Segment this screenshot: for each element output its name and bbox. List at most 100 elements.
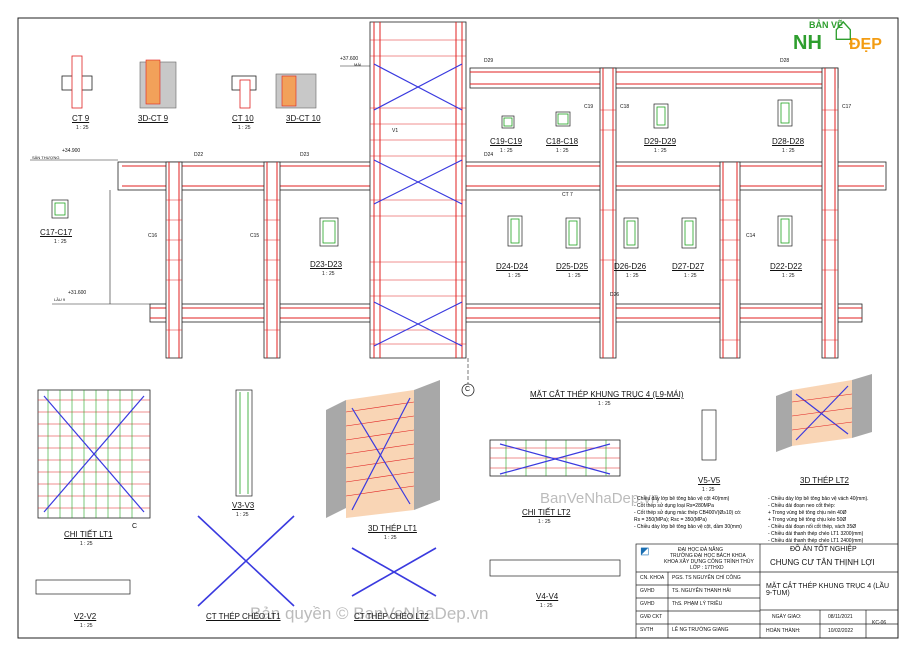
title-v4: V4-V4 bbox=[536, 592, 559, 601]
role-1: GVHD bbox=[640, 588, 655, 594]
title-cheo-lt1: CT THÉP CHÉO LT1 bbox=[206, 612, 281, 621]
section-boxes bbox=[51, 99, 793, 249]
name-0: PGS. TS NGUYỄN CHÍ CÔNG bbox=[672, 575, 741, 581]
name-4: LÊ NG TRƯỜNG GIANG bbox=[672, 627, 729, 633]
note-left-3: Rs = 350(MPa); Rsc = 350(MPa) bbox=[634, 517, 707, 523]
tag-c14: C14 bbox=[746, 233, 756, 239]
detail-3d-lt1 bbox=[326, 380, 440, 518]
title-v5: V5-V5 bbox=[698, 476, 721, 485]
elev-roof: +37.600 bbox=[340, 56, 359, 62]
note-0: - Chiều dày lớp bê tông bảo vệ vách 40(m… bbox=[768, 496, 869, 502]
project-name: CHUNG CƯ TÂN THỊNH LỢI bbox=[770, 558, 875, 567]
sec-c17-scale: 1 : 25 bbox=[54, 239, 67, 245]
sec-c18: C18-C18 bbox=[546, 137, 579, 146]
sec-d29-scale: 1 : 25 bbox=[654, 148, 667, 154]
note-6: - Chiều dài thanh thép chéo LT1 2400(mm) bbox=[768, 538, 864, 544]
note-3: + Trong vùng bê tông chịu kéo 50Ø bbox=[768, 517, 847, 523]
scale-v4: 1 : 25 bbox=[540, 603, 553, 609]
tag-v1: V1 bbox=[392, 128, 399, 134]
tag-d26: D26 bbox=[610, 292, 620, 298]
name-2: ThS. PHẠM LÝ TRIỀU bbox=[672, 601, 723, 607]
title-block-grid bbox=[635, 543, 899, 639]
logo-line1: BẢN VẼ bbox=[809, 20, 844, 30]
title-3d-lt2: 3D THÉP LT2 bbox=[800, 476, 849, 485]
note-left-1: - Cốt thép sử dụng loại Rs=280MPa bbox=[634, 503, 714, 509]
sec-d24: D24-D24 bbox=[496, 262, 529, 271]
title-3dct10: 3D-CT 10 bbox=[286, 114, 321, 123]
scale-lt1: 1 : 25 bbox=[80, 541, 93, 547]
axis-marker bbox=[461, 383, 475, 397]
sec-c19: C19-C19 bbox=[490, 137, 523, 146]
title-3d-lt1: 3D THÉP LT1 bbox=[368, 524, 417, 533]
sec-d29: D29-D29 bbox=[644, 137, 677, 146]
detail-cheo-lt2 bbox=[351, 547, 437, 597]
detail-3d-lt2 bbox=[776, 374, 872, 452]
detail-v5 bbox=[701, 409, 717, 461]
detail-cheo-lt1 bbox=[197, 515, 295, 607]
scale-v3: 1 : 25 bbox=[236, 512, 249, 518]
tag-ct7: CT 7 bbox=[562, 192, 573, 198]
name-1: TS. NGUYỄN THANH HẢI bbox=[672, 588, 731, 594]
detail-v3 bbox=[235, 389, 253, 497]
project-type: ĐỒ ÁN TỐT NGHIỆP bbox=[790, 546, 857, 553]
title-ct9: CT 9 bbox=[72, 114, 90, 123]
frame-title: MẶT CẮT THÉP KHUNG TRỤC 4 (L9-MÁI) bbox=[530, 390, 684, 399]
notes-left: - Chiều dày lớp bê tông bảo vệ cột 40(mm… bbox=[634, 496, 742, 531]
sec-d25: D25-D25 bbox=[556, 262, 589, 271]
note-1: - Chiều dài đoạn neo cốt thép: bbox=[768, 503, 835, 509]
elev-floor9-tag: LẦU 9 bbox=[54, 297, 66, 302]
sheet-frame bbox=[17, 17, 899, 639]
tag-d22: D22 bbox=[194, 152, 204, 158]
sec-d26: D26-D26 bbox=[614, 262, 647, 271]
elev-roof-tag: MÁI bbox=[354, 62, 362, 67]
title-lt1: CHI TIẾT LT1 bbox=[64, 530, 113, 539]
sec-d23-scale: 1 : 25 bbox=[322, 271, 335, 277]
scale-3d-lt1: 1 : 25 bbox=[384, 535, 397, 541]
class-label: LỚP : 17THXD bbox=[690, 565, 724, 571]
sec-d25-scale: 1 : 25 bbox=[568, 273, 581, 279]
watermark-2: Bản quyền © BanVeNhaDep.vn bbox=[250, 604, 489, 623]
title-3dct9: 3D-CT 9 bbox=[138, 114, 169, 123]
tag-d28: D28 bbox=[780, 58, 790, 64]
sec-d22-scale: 1 : 25 bbox=[782, 273, 795, 279]
title-v2: V2-V2 bbox=[74, 612, 97, 621]
axis-label: C bbox=[465, 386, 471, 393]
scale-ct10: 1 : 25 bbox=[238, 125, 251, 131]
detail-v2 bbox=[35, 579, 131, 595]
detail-lt2 bbox=[489, 439, 621, 477]
tag-d24: D24 bbox=[484, 152, 494, 158]
note-4: - Chiều dài đoạn nối cốt thép, vách 35Ø bbox=[768, 524, 857, 530]
done-value: 10/02/2022 bbox=[828, 628, 854, 634]
date-label: NGÀY GIAO: bbox=[772, 614, 802, 620]
elev-terrace-tag: SÂN THƯỢNG bbox=[32, 155, 60, 160]
detail-v4 bbox=[489, 559, 621, 577]
date-value: 08/11/2021 bbox=[828, 614, 853, 620]
role-0: CN. KHOA bbox=[640, 575, 665, 581]
sec-c18-scale: 1 : 25 bbox=[556, 148, 569, 154]
note-2: + Trong vùng bê tông chịu nén 40Ø bbox=[768, 510, 847, 516]
school-line2: TRƯỜNG ĐẠI HỌC BÁCH KHOA bbox=[670, 553, 746, 559]
scale-v2: 1 : 25 bbox=[80, 623, 93, 629]
tag-c15: C15 bbox=[250, 233, 260, 239]
note-5: - Chiều dài thanh thép chéo LT1 3200(mm) bbox=[768, 531, 864, 537]
logo-dep: ĐẸP bbox=[849, 36, 882, 53]
role-3: GVĐ CKT bbox=[640, 614, 663, 620]
role-4: SVTH bbox=[640, 627, 654, 633]
note-left-2: - Cốt thép sử dụng mác thép CB400V(Ø≥10)… bbox=[634, 510, 742, 516]
tag-c19: C19 bbox=[584, 104, 594, 110]
tag-d23: D23 bbox=[300, 152, 310, 158]
school-line1: ĐẠI HỌC ĐÀ NẴNG bbox=[678, 547, 724, 553]
watermark-1: BanVeNhaDep.vn bbox=[540, 490, 660, 507]
drawing-name: MẶT CẮT THÉP KHUNG TRỤC 4 (LẦU 9-TUM) bbox=[766, 583, 890, 597]
detail-lt1 bbox=[37, 389, 151, 519]
scale-lt2: 1 : 25 bbox=[538, 519, 551, 525]
axis-label-2: C bbox=[132, 523, 138, 530]
house-icon: ⌂ bbox=[833, 10, 854, 48]
tag-d29: D29 bbox=[484, 58, 494, 64]
sec-d26-scale: 1 : 25 bbox=[626, 273, 639, 279]
tag-c16: C16 bbox=[148, 233, 158, 239]
sheet-number: KC-06 bbox=[872, 620, 887, 626]
title-cheo-lt2: CT THÉP CHÉO LT2 bbox=[354, 612, 429, 621]
sec-c17: C17-C17 bbox=[40, 228, 73, 237]
